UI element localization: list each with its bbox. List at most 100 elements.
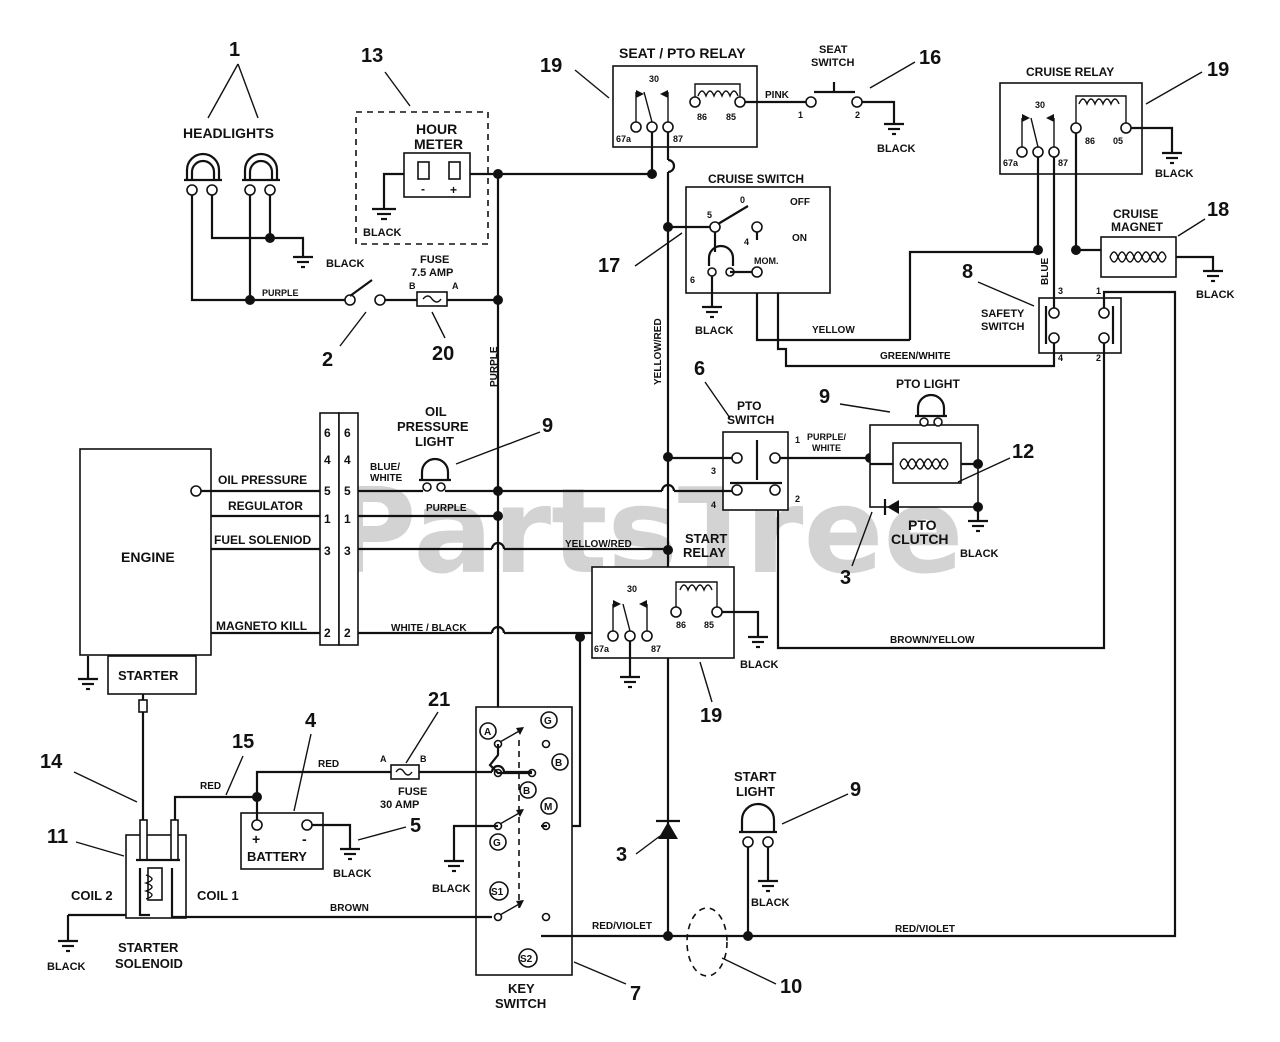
terminal-4: 4 [711, 500, 716, 510]
pin-4: 4 [344, 453, 351, 467]
terminal-86: 86 [676, 620, 686, 630]
starter-label: STARTER [118, 668, 179, 683]
callout-9: 9 [850, 779, 861, 801]
terminal-30: 30 [627, 584, 637, 594]
start-relay-label: START [685, 531, 727, 546]
terminal-85: 85 [704, 620, 714, 630]
callout-3: 3 [616, 844, 627, 866]
wire-label: PURPLE [489, 346, 500, 387]
callout-15: 15 [232, 731, 254, 753]
pin-2: 2 [344, 626, 351, 640]
key-terminal-b: B [555, 758, 562, 769]
pto-switch-label: PTO [737, 399, 761, 413]
safety-switch [1038, 297, 1122, 354]
cruise-magnet-label: CRUISE [1113, 207, 1158, 221]
wire-label: BLACK [1196, 289, 1235, 301]
callout-16: 16 [919, 47, 941, 69]
pto-switch-label-2: SWITCH [727, 413, 774, 427]
hour-meter-label: HOUR [416, 121, 457, 137]
callout-9: 9 [819, 386, 830, 408]
terminal-30: 30 [1035, 100, 1045, 110]
callout-2: 2 [322, 349, 333, 371]
cruise-magnet [1100, 236, 1177, 278]
oil-light-label-2: PRESSURE [397, 419, 469, 434]
cruise-relay-label: CRUISE RELAY [1026, 65, 1114, 79]
callout-4: 4 [305, 710, 317, 732]
pto-clutch-label-2: CLUTCH [891, 531, 949, 547]
terminal-2: 2 [855, 110, 860, 120]
engine-label: ENGINE [121, 549, 175, 565]
callout-21: 21 [428, 689, 450, 711]
terminal-b: B [420, 754, 427, 764]
connector-pins: 6 6 4 4 5 5 1 1 3 3 2 2 [324, 426, 351, 640]
wire-label: BLACK [751, 897, 790, 909]
terminal-a: A [380, 754, 387, 764]
callout-17: 17 [598, 255, 620, 277]
callout-10: 10 [780, 976, 802, 998]
callout-9: 9 [542, 415, 553, 437]
seat-pto-relay [612, 65, 758, 148]
key-terminal-s1: S1 [491, 887, 504, 898]
callout-18: 18 [1207, 199, 1229, 221]
pto-light-label: PTO LIGHT [896, 377, 960, 391]
cruise-off-label: OFF [790, 197, 810, 208]
terminal-85: 85 [726, 112, 736, 122]
wire-label: BLACK [47, 961, 86, 973]
wire-label: PURPLE [262, 288, 299, 298]
seat-switch-label: SEAT [819, 44, 848, 56]
regulator-label: REGULATOR [228, 499, 303, 513]
callout-19: 19 [700, 705, 722, 727]
callout-20: 20 [432, 343, 454, 365]
oil-light-label-3: LIGHT [415, 434, 454, 449]
key-terminal-a: A [484, 727, 491, 738]
terminal-4: 4 [1058, 353, 1063, 363]
key-switch-terminals: A G B B M G S1 S2 [479, 711, 569, 968]
cruise-switch-label: CRUISE SWITCH [708, 172, 804, 186]
fuel-solenoid-label: FUEL SOLENIOD [214, 533, 311, 547]
terminal-a: A [452, 281, 459, 291]
terminal-3: 3 [1058, 286, 1063, 296]
wire-label: BLACK [363, 227, 402, 239]
fuse-75-label: FUSE [420, 254, 449, 266]
oil-pressure-label: OIL PRESSURE [218, 473, 307, 487]
hour-meter-label-2: METER [414, 136, 463, 152]
pin-3: 3 [324, 544, 331, 558]
engine [79, 448, 212, 656]
battery-plus: + [252, 831, 260, 847]
battery-label: BATTERY [247, 849, 307, 864]
terminal-1: 1 [798, 110, 803, 120]
wire-label: RED/VIOLET [592, 921, 652, 932]
key-terminal-g: G [544, 716, 552, 727]
wire-label: RED [200, 781, 221, 792]
terminal-3: 3 [711, 466, 716, 476]
connector-right [338, 412, 359, 646]
pin-6: 6 [324, 426, 331, 440]
pin-6: 6 [344, 426, 351, 440]
wire-label: BROWN/YELLOW [890, 635, 975, 646]
start-relay-label-2: RELAY [683, 545, 726, 560]
oil-light-label: OIL [425, 404, 447, 419]
terminal-67a: 67a [1003, 158, 1019, 168]
battery-minus: - [302, 831, 307, 847]
wire-label: WHITE [812, 443, 841, 453]
wire-label: BLACK [877, 143, 916, 155]
wire-label: BLUE/ [370, 462, 400, 473]
key-terminal-g2: G [493, 838, 501, 849]
wire-label: BLACK [326, 258, 365, 270]
pin-5: 5 [324, 484, 331, 498]
connector-left [319, 412, 340, 646]
callout-14: 14 [40, 751, 63, 773]
cruise-magnet-label-2: MAGNET [1111, 220, 1164, 234]
callout-5: 5 [410, 815, 421, 837]
harness-tie [686, 907, 728, 977]
pin-2: 2 [324, 626, 331, 640]
fuse-75-rating: 7.5 AMP [411, 267, 453, 279]
terminal-67a: 67a [616, 134, 632, 144]
wire-label: BLACK [740, 659, 779, 671]
terminal-2: 2 [1096, 353, 1101, 363]
terminal-6: 6 [690, 275, 695, 285]
wire-label: GREEN/WHITE [880, 351, 951, 362]
cruise-mom-label: MOM. [754, 256, 779, 266]
pto-clutch [892, 442, 962, 484]
